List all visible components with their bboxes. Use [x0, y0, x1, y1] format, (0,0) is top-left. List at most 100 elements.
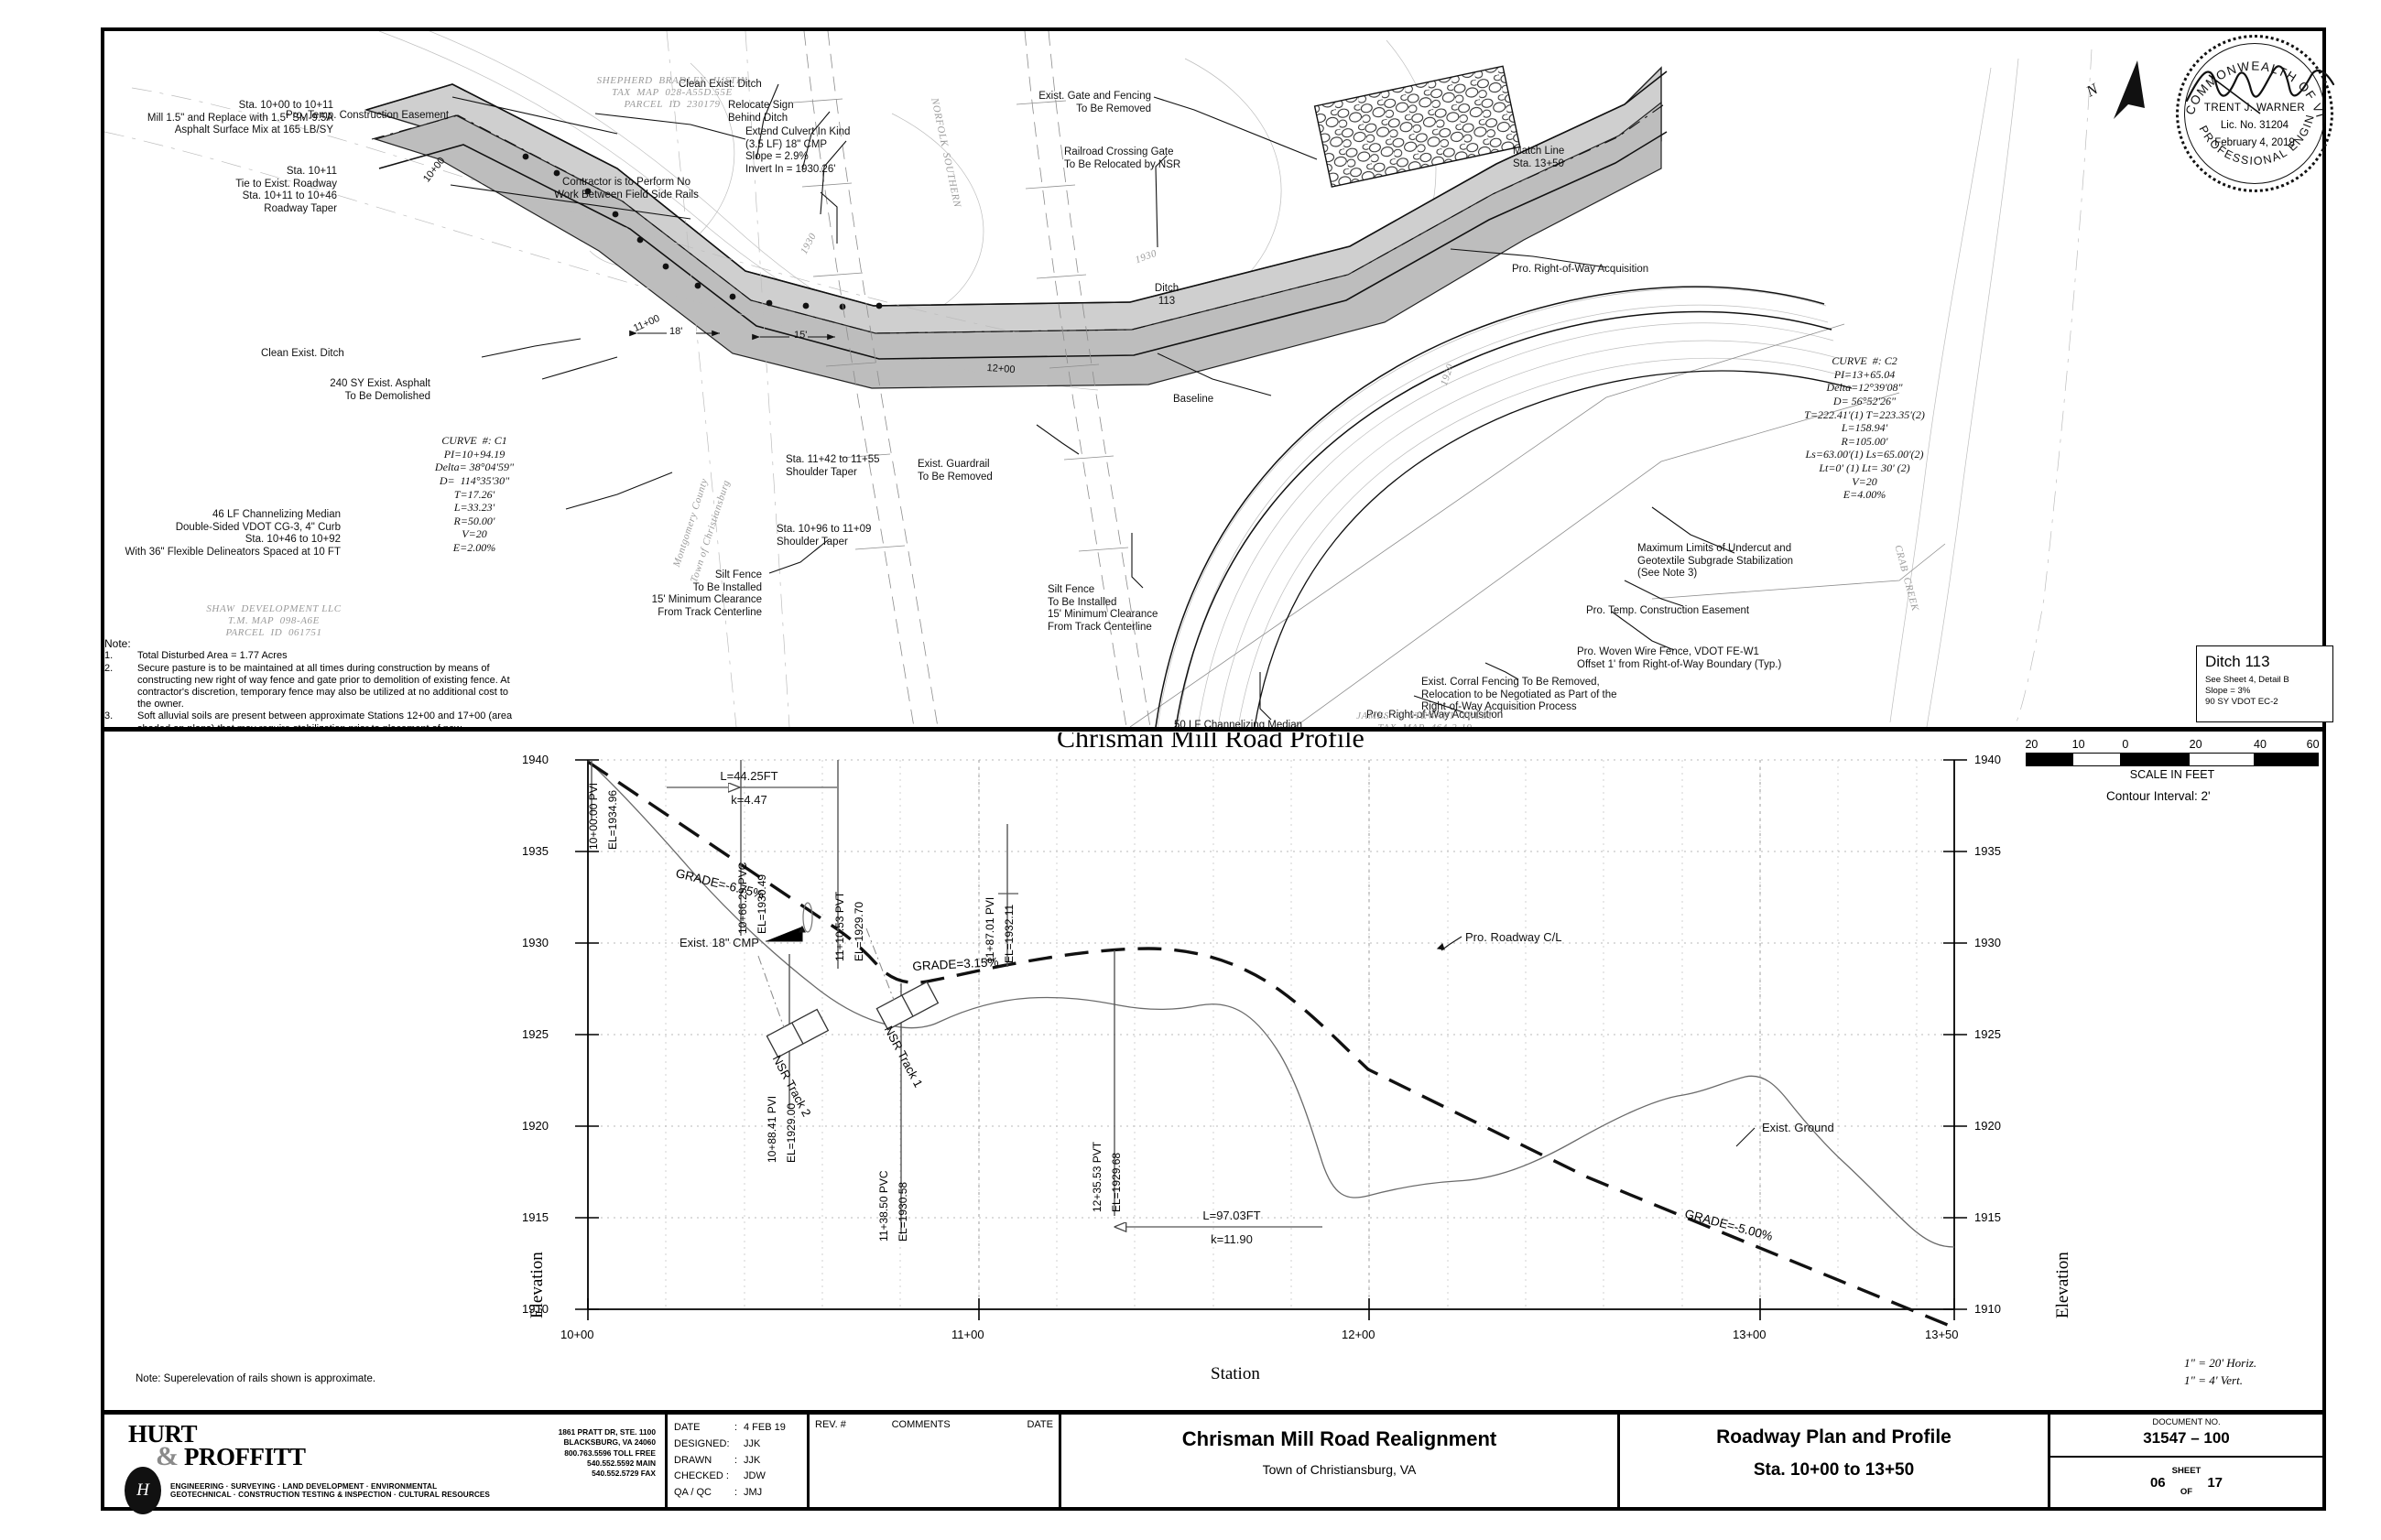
plan-label: 46 LF Channelizing Median Double-Sided V… [125, 509, 341, 558]
rev-comments-label: COMMENTS [891, 1419, 951, 1430]
y-tick-left: 1920 [522, 1119, 549, 1133]
scale-tick: 10 [2071, 738, 2085, 751]
plan-notes: Note: 1.Total Disturbed Area = 1.77 Acre… [104, 637, 617, 727]
scale-bar-graphic [2026, 753, 2319, 766]
profile-annotation-station: 10+88.41 PVI [766, 1095, 778, 1163]
plan-label: Exist. Guardrail To Be Removed [918, 459, 993, 483]
scale-bar-caption: SCALE IN FEET [2129, 768, 2215, 781]
sheet-of-word: OF [2180, 1487, 2193, 1497]
plan-view: Sta. 10+00 to 10+11 Mill 1.5" and Replac… [104, 31, 2322, 727]
callout-exist-cmp: Exist. 18" CMP [680, 936, 759, 949]
rev-date-label: DATE [1027, 1419, 1053, 1430]
checked-value: JDW [744, 1470, 766, 1482]
plan-label: Pro. Right-of-Way Acquisition [1366, 710, 1504, 721]
profile-annotation-elev: EL=1929.00 [785, 1102, 798, 1163]
vcurve-length: L=44.25FT [720, 769, 778, 783]
designed-label: DESIGNED: [674, 1437, 730, 1449]
date-value: 4 FEB 19 [744, 1422, 786, 1433]
superelevation-note: Note: Superelevation of rails shown is a… [136, 1373, 376, 1384]
scale-tick: 40 [2254, 738, 2267, 751]
sheet-border [101, 27, 2326, 1511]
plan-label: Railroad Crossing Gate To Be Relocated b… [1064, 146, 1181, 170]
document-no-label: DOCUMENT NO. [2152, 1417, 2221, 1427]
profile-annotation-elev: EL=1930.49 [756, 873, 768, 934]
seal-engineer-name: TRENT J. WARNER [2203, 103, 2306, 114]
plan-label-match-line: Match Line Sta. 13+50 [1513, 146, 1565, 169]
plan-label: Sta. 10+11 Tie to Exist. Roadway Sta. 10… [235, 166, 337, 214]
plan-label: Exist. Gate and Fencing To Be Removed [1038, 91, 1151, 114]
profile-annotation-station: 12+35.53 PVT [1091, 1141, 1104, 1212]
firm-address-line: 540.552.5592 MAIN [587, 1459, 656, 1469]
y-tick-left: 1935 [522, 844, 549, 858]
x-tick: 11+00 [951, 1328, 984, 1341]
profile-annotation-elev: EL=1932.11 [1003, 904, 1016, 963]
note-number: 1. [104, 650, 114, 662]
y-tick-right: 1930 [1974, 936, 2001, 949]
note-number: 2. [104, 662, 114, 674]
firm-logo-icon: H [125, 1466, 161, 1514]
scale-tick: 20 [2025, 738, 2039, 751]
plan-label: Extend Culvert In Kind (3.5 LF) 18" CMP … [745, 126, 851, 175]
vcurve-k: k=4.47 [731, 793, 767, 807]
profile-xlabel: Station [1211, 1364, 1260, 1383]
engineer-signature [2185, 65, 2335, 114]
drawing-credits-cell: DATE:4 FEB 19 DESIGNED:JJK DRAWN:JJK CHE… [668, 1415, 810, 1507]
plan-label: Silt Fence To Be Installed 15' Minimum C… [651, 569, 762, 618]
firm-logo-cell: HURT & PROFFITT 1861 PRATT DR, STE. 1100… [104, 1415, 668, 1514]
y-tick-right: 1915 [1974, 1210, 2001, 1224]
sheet-title-cell: Roadway Plan and Profile Sta. 10+00 to 1… [1620, 1415, 2050, 1507]
plan-label: Pro. Right-of-Way Acquisition [1512, 264, 1649, 275]
ditch-113-callout-box: Ditch 113 See Sheet 4, Detail B Slope = … [2196, 645, 2333, 722]
rev-number-label: REV. # [815, 1419, 846, 1430]
sheet-number-block: 06 SHEET OF 17 [2050, 1458, 2322, 1507]
date-label: DATE [674, 1422, 701, 1433]
project-title-cell: Chrisman Mill Road Realignment Town of C… [1061, 1415, 1620, 1507]
note-text: Soft alluvial soils are present between … [137, 710, 513, 727]
proposed-roadway-centerline [587, 760, 1955, 1329]
curve-data-c2: CURVE #: C2 PI=13+65.04 Delta=12°39'08" … [1804, 354, 1925, 502]
profile-annotation-elev: EL=1929.70 [853, 901, 865, 961]
x-tick: 10+00 [560, 1328, 594, 1341]
vcurve-length: L=97.03FT [1202, 1209, 1261, 1222]
qaqc-value: JMJ [744, 1487, 763, 1499]
firm-address-line: 800.763.5596 TOLL FREE [564, 1448, 656, 1458]
titleblock-divider [104, 1410, 2322, 1415]
firm-ampersand: & [156, 1441, 179, 1471]
profile-annotation-station: 11+38.50 PVC [877, 1170, 890, 1242]
contour-interval-note: Contour Interval: 2' [2106, 789, 2211, 803]
parcel-label: JAMES C STEWART TRUST TAX MAP 464-2-19 P… [1356, 710, 1494, 727]
scale-bar: 20 10 0 20 40 60 SCALE IN FEET [2025, 738, 2320, 781]
sheet-station-range: Sta. 10+00 to 13+50 [1753, 1460, 1915, 1480]
plan-label: 240 SY Exist. Asphalt To Be Demolished [330, 378, 430, 402]
callout-pro-roadway-cl: Pro. Roadway C/L [1465, 930, 1562, 944]
ditch-box-title: Ditch 113 [2205, 653, 2270, 670]
vcurve-k: k=11.90 [1211, 1232, 1253, 1246]
profile-annotation-elev: EL=1929.68 [1110, 1152, 1123, 1212]
sheet-word: SHEET [2171, 1466, 2202, 1477]
plan-label: Sta. 10+00 to 10+11 Mill 1.5" and Replac… [147, 100, 333, 136]
firm-address-line: 1861 PRATT DR, STE. 1100 [558, 1427, 656, 1437]
plan-label: Contractor is to Perform No Work Between… [554, 177, 699, 201]
profile-annotation-station: 11+10.53 PVT [833, 891, 846, 961]
station-label: 12+00 [986, 363, 1016, 376]
firm-address-line: 540.552.5729 FAX [592, 1469, 656, 1479]
y-tick-left: 1915 [522, 1210, 549, 1224]
plan-label: Ditch 113 [1154, 283, 1180, 307]
scale-bar-ticks: 20 10 0 20 40 60 [2025, 738, 2320, 753]
plan-label: Clean Exist. Ditch [261, 348, 344, 359]
plan-label: Sta. 11+42 to 11+55 Shoulder Taper [786, 454, 880, 478]
plan-label: Sta. 10+96 to 11+09 Shoulder Taper [777, 524, 872, 548]
parcel-label: SHEPHERD BRADLEY JUSTIN TAX MAP 028-A55D… [596, 75, 748, 110]
ditch-box-body: See Sheet 4, Detail B Slope = 3% 90 SY V… [2205, 675, 2289, 707]
north-arrow-letter: N [2082, 80, 2102, 101]
profile-annotation-elev: EL=1930.58 [897, 1181, 909, 1242]
project-title: Chrisman Mill Road Realignment [1181, 1427, 1497, 1450]
scale-tick: 60 [2306, 738, 2320, 751]
y-tick-right: 1925 [1974, 1027, 2001, 1041]
x-tick: 13+50 [1925, 1328, 1959, 1341]
checked-label: CHECKED : [674, 1470, 729, 1482]
note-text: Total Disturbed Area = 1.77 Acres [137, 650, 288, 662]
document-number-block: DOCUMENT NO. 31547 – 100 [2050, 1415, 2322, 1458]
plan-label: Pro. Temp. Construction Easement [286, 110, 450, 121]
